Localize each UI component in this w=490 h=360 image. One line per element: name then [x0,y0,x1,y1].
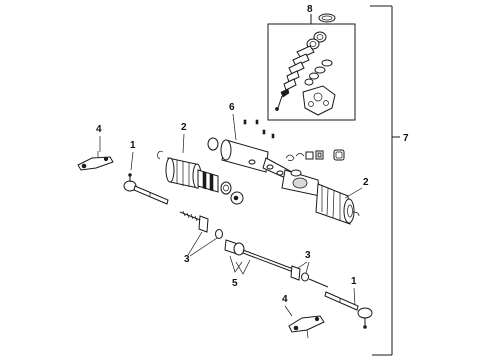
callout-2-right: 2 [363,177,369,188]
valve-seal-kit-box [267,14,356,121]
callout-4-left: 4 [96,124,102,135]
callout-7: 7 [403,133,409,144]
housing-fittings [285,149,345,162]
small-dowel-pins [243,119,275,139]
callout-5: 5 [232,278,238,289]
tie-rod-end-left [123,173,169,205]
callout-8: 8 [307,4,313,15]
callout-3-right: 3 [305,250,311,261]
steering-arm-right [288,315,325,339]
callout-1-left: 1 [130,140,136,151]
inner-tie-rod-right [224,239,329,288]
callout-2-left: 2 [181,122,187,133]
tie-rod-end-right [324,291,373,329]
bellows-boot-right [315,183,360,225]
bellows-boot-left [156,150,202,189]
steering-arm-left [77,151,114,171]
pointer-arrows-5 [229,255,251,275]
seal-bearing-set [197,169,244,205]
inner-tie-rod-left [179,210,223,239]
callout-3-left: 3 [184,254,190,265]
callout-1-right: 1 [351,276,357,287]
callout-4-right: 4 [282,294,288,305]
rack-housing [207,137,321,197]
bracket-assembly-7 [370,5,400,356]
callout-6: 6 [229,102,235,113]
control-valve-parts [275,13,336,116]
